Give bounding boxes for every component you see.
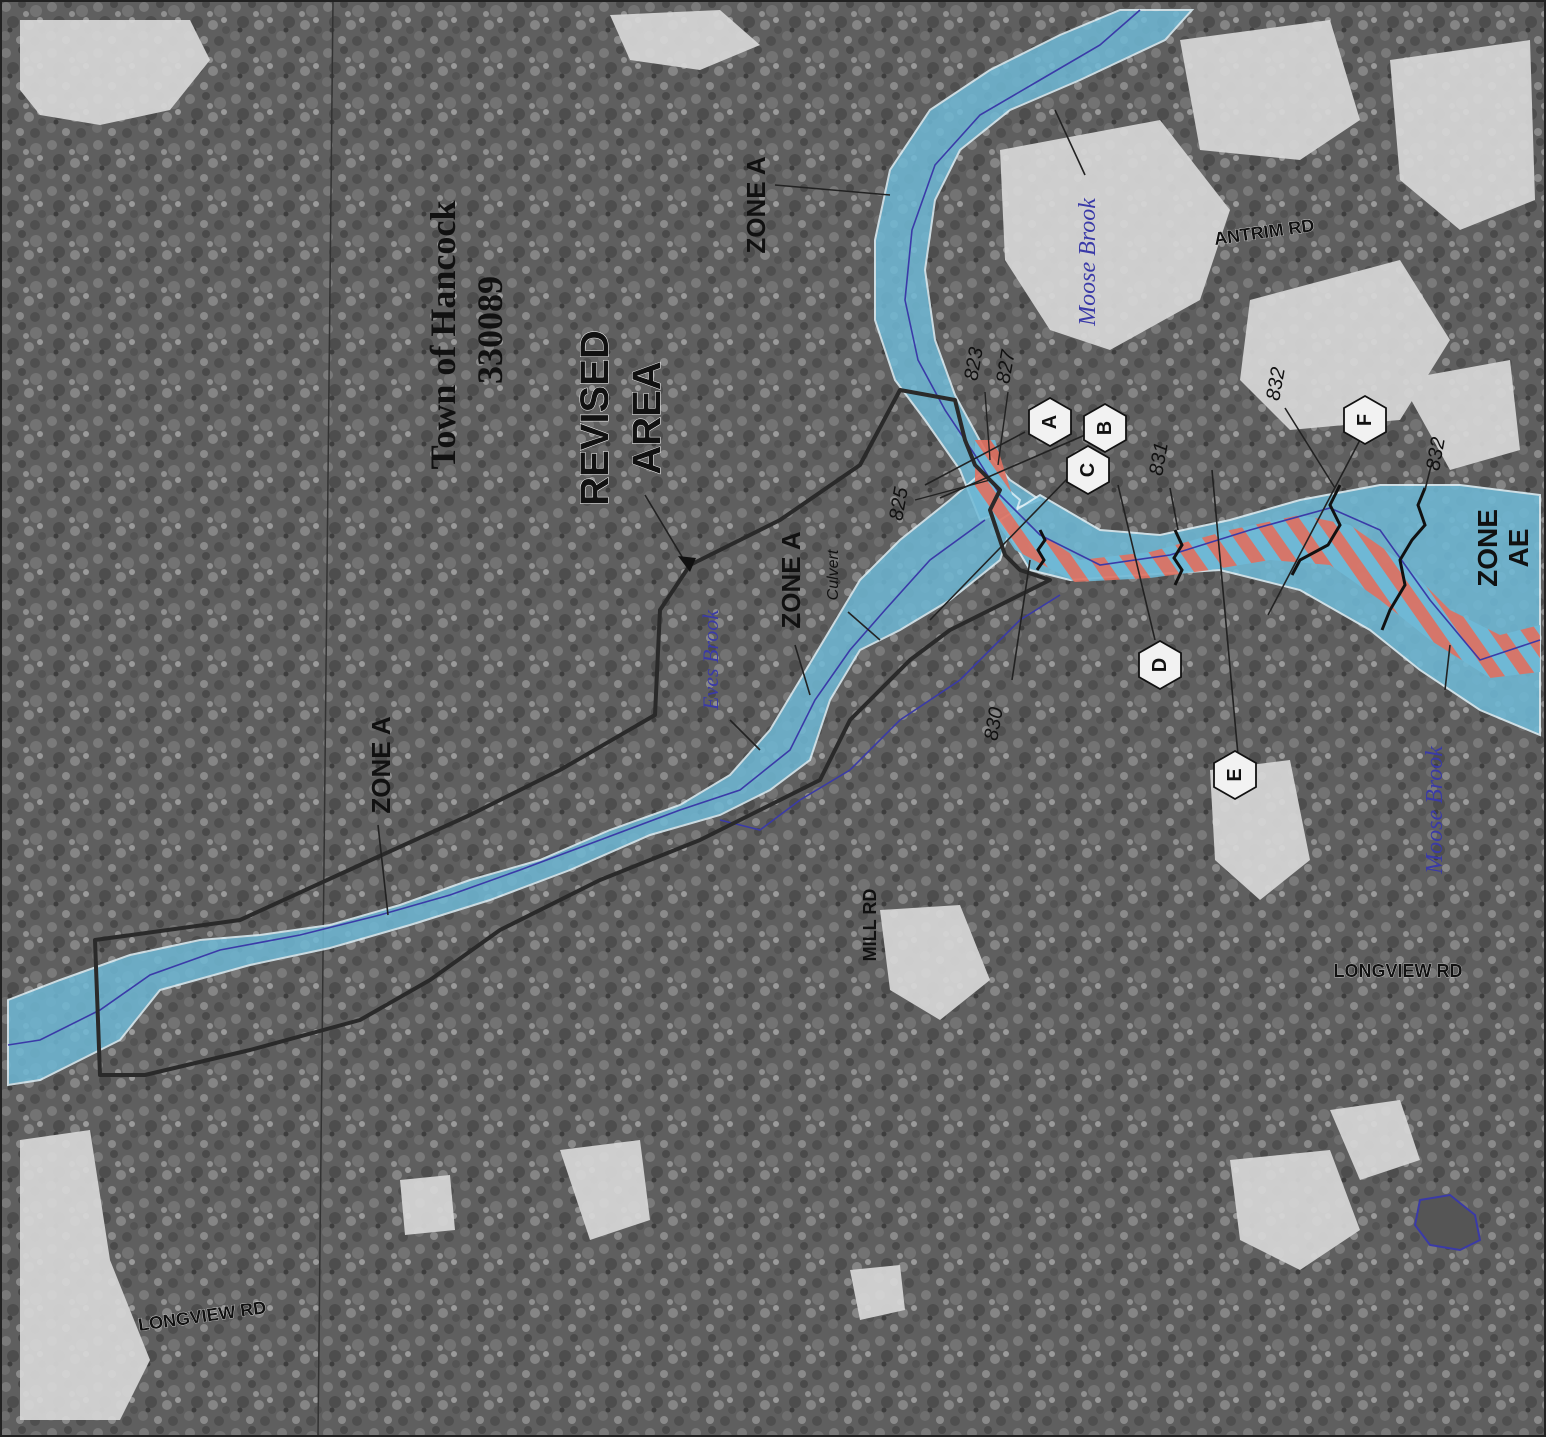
revised-area-outline: [93, 388, 1052, 1077]
xs-marker-a: A: [1028, 396, 1072, 448]
community-id: 330089: [470, 276, 510, 384]
clearing-e-a: [1240, 260, 1450, 430]
leader-830: [1011, 559, 1031, 681]
stream-labels: Moose Brook Moose Brook Eves Brook Culve…: [698, 198, 1448, 875]
leader-zone-a-west: [377, 824, 389, 916]
clearing-se-a: [1230, 1150, 1360, 1270]
leader-zone-a-mid: [794, 644, 811, 696]
zone-ae-label-1: ZONE: [1472, 509, 1503, 587]
leader-moose-south: [1444, 644, 1451, 691]
town-name: Town of Hancock: [423, 201, 463, 470]
pond: [1413, 1193, 1482, 1252]
xs-marker-f: F: [1343, 394, 1387, 446]
longview-rd-east-label: LONGVIEW RD: [1334, 961, 1463, 981]
clearing-s-b: [850, 1265, 905, 1320]
leader-831: [1169, 487, 1179, 531]
elevation-labels: 823 827 825 830 831 832 832: [885, 346, 1449, 743]
xs-d-line: [1117, 484, 1156, 641]
moose-brook-north-label: Moose Brook: [1075, 198, 1101, 327]
leader-832b: [1424, 461, 1433, 491]
floodway-moose-brook: [975, 440, 1540, 678]
xs-label-c: C: [1077, 463, 1099, 477]
zone-a-eves-brook: [7, 468, 1022, 1087]
xs-marker-c: C: [1066, 444, 1110, 496]
flood-zones: [7, 9, 1541, 1087]
clearing-se-b: [1330, 1100, 1420, 1180]
revised-line1: REVISED: [573, 330, 617, 506]
zone-a-moose-brook-north: [874, 9, 1195, 522]
xs-label-a: A: [1039, 415, 1061, 429]
cross-section-markers: A B C D E F: [1028, 394, 1387, 801]
xs-marker-b: B: [1083, 402, 1127, 454]
revised-arrowhead: [678, 556, 696, 572]
zone-a-mid-label: ZONE A: [776, 531, 806, 628]
clearing-ne-a: [1000, 120, 1230, 350]
clearings: [20, 10, 1535, 1420]
clearing-n: [610, 10, 760, 70]
revised-area-label: REVISED AREA: [573, 330, 670, 507]
xs-label-f: F: [1354, 414, 1376, 426]
leader-eves: [729, 719, 761, 751]
clearing-s-c: [400, 1175, 455, 1235]
clearing-s-a: [560, 1140, 650, 1240]
eves-brook-centerline: [7, 519, 986, 1046]
eves-brook-label: Eves Brook: [698, 609, 723, 711]
bfe-830: [1035, 529, 1047, 571]
moose-brook-south-label: Moose Brook: [1422, 746, 1448, 875]
clearing-mill: [880, 905, 990, 1020]
bfe-831: [1172, 529, 1184, 586]
clearing-nw: [20, 20, 210, 125]
xs-e-line: [1211, 469, 1239, 756]
bfe-lines: [1035, 484, 1427, 631]
tributary-south: [719, 594, 1061, 831]
zone-a-west-label: ZONE A: [366, 716, 396, 813]
culvert-label: Culvert: [825, 549, 842, 600]
xs-a-line: [924, 431, 1026, 486]
leader-culvert: [847, 611, 881, 641]
xs-label-b: B: [1094, 421, 1116, 435]
clearing-ne-b: [1180, 20, 1360, 160]
streams: [7, 9, 1541, 1046]
zone-a-north-label: ZONE A: [741, 156, 771, 253]
revised-line2: AREA: [625, 361, 669, 474]
xs-marker-d: D: [1138, 639, 1182, 691]
zone-ae-label-2: AE: [1503, 529, 1534, 568]
bfe-832a: [1290, 484, 1342, 576]
xs-c-line: [929, 477, 1069, 621]
xs-label-d: D: [1149, 658, 1171, 672]
jurisdiction-label: Town of Hancock 330089: [423, 201, 510, 470]
elevation-leaders: [914, 391, 1009, 501]
leader-832a: [1284, 407, 1336, 489]
xs-f-line: [1267, 439, 1361, 616]
leader-moose-north: [1054, 109, 1086, 176]
clearing-ne-c: [1390, 40, 1535, 230]
leader-zone-a-north: [774, 184, 891, 196]
bfe-832b: [1380, 487, 1427, 631]
community-boundary-line: [317, 0, 334, 1437]
moose-brook-centerline-north: [904, 9, 1141, 496]
clearing-sw: [20, 1130, 150, 1420]
xs-marker-e: E: [1213, 749, 1257, 801]
clearing-e-b: [1400, 360, 1520, 470]
xs-label-e: E: [1224, 768, 1246, 781]
mill-rd-label: MILL RD: [860, 889, 880, 962]
zone-labels: ZONE A ZONE A ZONE A ZONE AE: [366, 156, 1534, 813]
moose-brook-centerline-east: [999, 494, 1541, 661]
